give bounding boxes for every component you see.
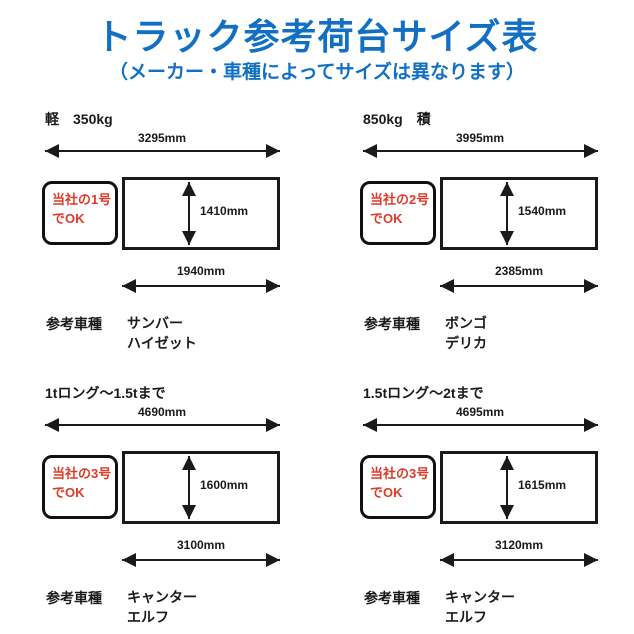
overall-length-arrow [45,418,280,432]
company-size-badge: 当社の2号 でOK [360,181,436,245]
vehicle-name: ハイゼット [127,334,197,351]
reference-vehicles-label: 参考車種 [46,590,102,606]
bed-rectangle [440,177,598,250]
company-size-badge: 当社の3号 でOK [42,455,118,519]
bed-length-arrow [440,553,598,567]
vehicle-name: キャンター [127,589,197,605]
vehicle-name: ボンゴ [445,315,487,331]
bed-width-arrow [500,456,514,519]
vehicle-name: デリカ [445,334,487,351]
vehicle-name: キャンター [445,589,515,605]
badge-line2: でOK [52,484,85,500]
overall-length-label: 4695mm [455,405,505,419]
bed-rectangle [440,451,598,524]
bed-length-label: 2385mm [494,264,544,278]
panel-850kg: 850kg 積 3995mm 1540mm 当社の2号 でOK 2385mm 参… [348,103,634,371]
bed-width-label: 1410mm [200,204,249,218]
badge-line2: でOK [370,484,403,500]
badge-line1: 当社の1号 [52,192,112,207]
overall-length-arrow [363,418,598,432]
bed-length-label: 1940mm [176,264,226,278]
overall-length-label: 3295mm [137,131,187,145]
bed-width-arrow [500,182,514,245]
bed-width-arrow [182,456,196,519]
bed-width-label: 1600mm [200,478,249,492]
panel-heading: 軽 350kg [45,111,113,127]
vehicle-name: エルフ [127,608,169,625]
bed-length-arrow [122,553,280,567]
badge-line1: 当社の3号 [52,466,112,481]
reference-vehicles-label: 参考車種 [364,316,420,332]
panel-kei-350kg: 軽 350kg 3295mm 1410mm 当社の1号 でOK 1940mm 参… [30,103,330,371]
bed-width-arrow [182,182,196,245]
overall-length-arrow [363,144,598,158]
reference-vehicles: キャンター エルフ [445,588,515,627]
reference-vehicles: ボンゴ デリカ [445,314,487,353]
company-size-badge: 当社の3号 でOK [360,455,436,519]
badge-line2: でOK [370,210,403,226]
bed-rectangle [122,177,280,250]
page-subtitle: （メーカー・車種によってサイズは異なります） [109,62,525,83]
badge-line2: でOK [52,210,85,226]
panel-1t-long: 1tロング～1.5tまで 4690mm 1600mm 当社の3号 でOK 310… [30,377,330,634]
reference-vehicles: サンバー ハイゼット [127,314,197,353]
reference-vehicles: キャンター エルフ [127,588,197,627]
reference-vehicles-label: 参考車種 [364,590,420,606]
badge-line1: 当社の2号 [370,192,430,207]
overall-length-label: 4690mm [137,405,187,419]
bed-length-arrow [122,279,280,293]
badge-line1: 当社の3号 [370,466,430,481]
panel-heading: 850kg 積 [363,111,431,127]
reference-vehicles-label: 参考車種 [46,316,102,332]
overall-length-label: 3995mm [455,131,505,145]
panel-heading: 1tロング～1.5tまで [45,385,166,401]
vehicle-name: サンバー [127,315,183,331]
bed-width-label: 1615mm [518,478,567,492]
panel-heading: 1.5tロング～2tまで [363,385,484,401]
overall-length-arrow [45,144,280,158]
company-size-badge: 当社の1号 でOK [42,181,118,245]
bed-rectangle [122,451,280,524]
bed-length-label: 3120mm [494,538,544,552]
bed-length-arrow [440,279,598,293]
bed-width-label: 1540mm [518,204,567,218]
panel-1-5t-long: 1.5tロング～2tまで 4695mm 1615mm 当社の3号 でOK 312… [348,377,634,634]
bed-length-label: 3100mm [176,538,226,552]
vehicle-name: エルフ [445,608,487,625]
page-title: トラック参考荷台サイズ表 [95,16,539,57]
